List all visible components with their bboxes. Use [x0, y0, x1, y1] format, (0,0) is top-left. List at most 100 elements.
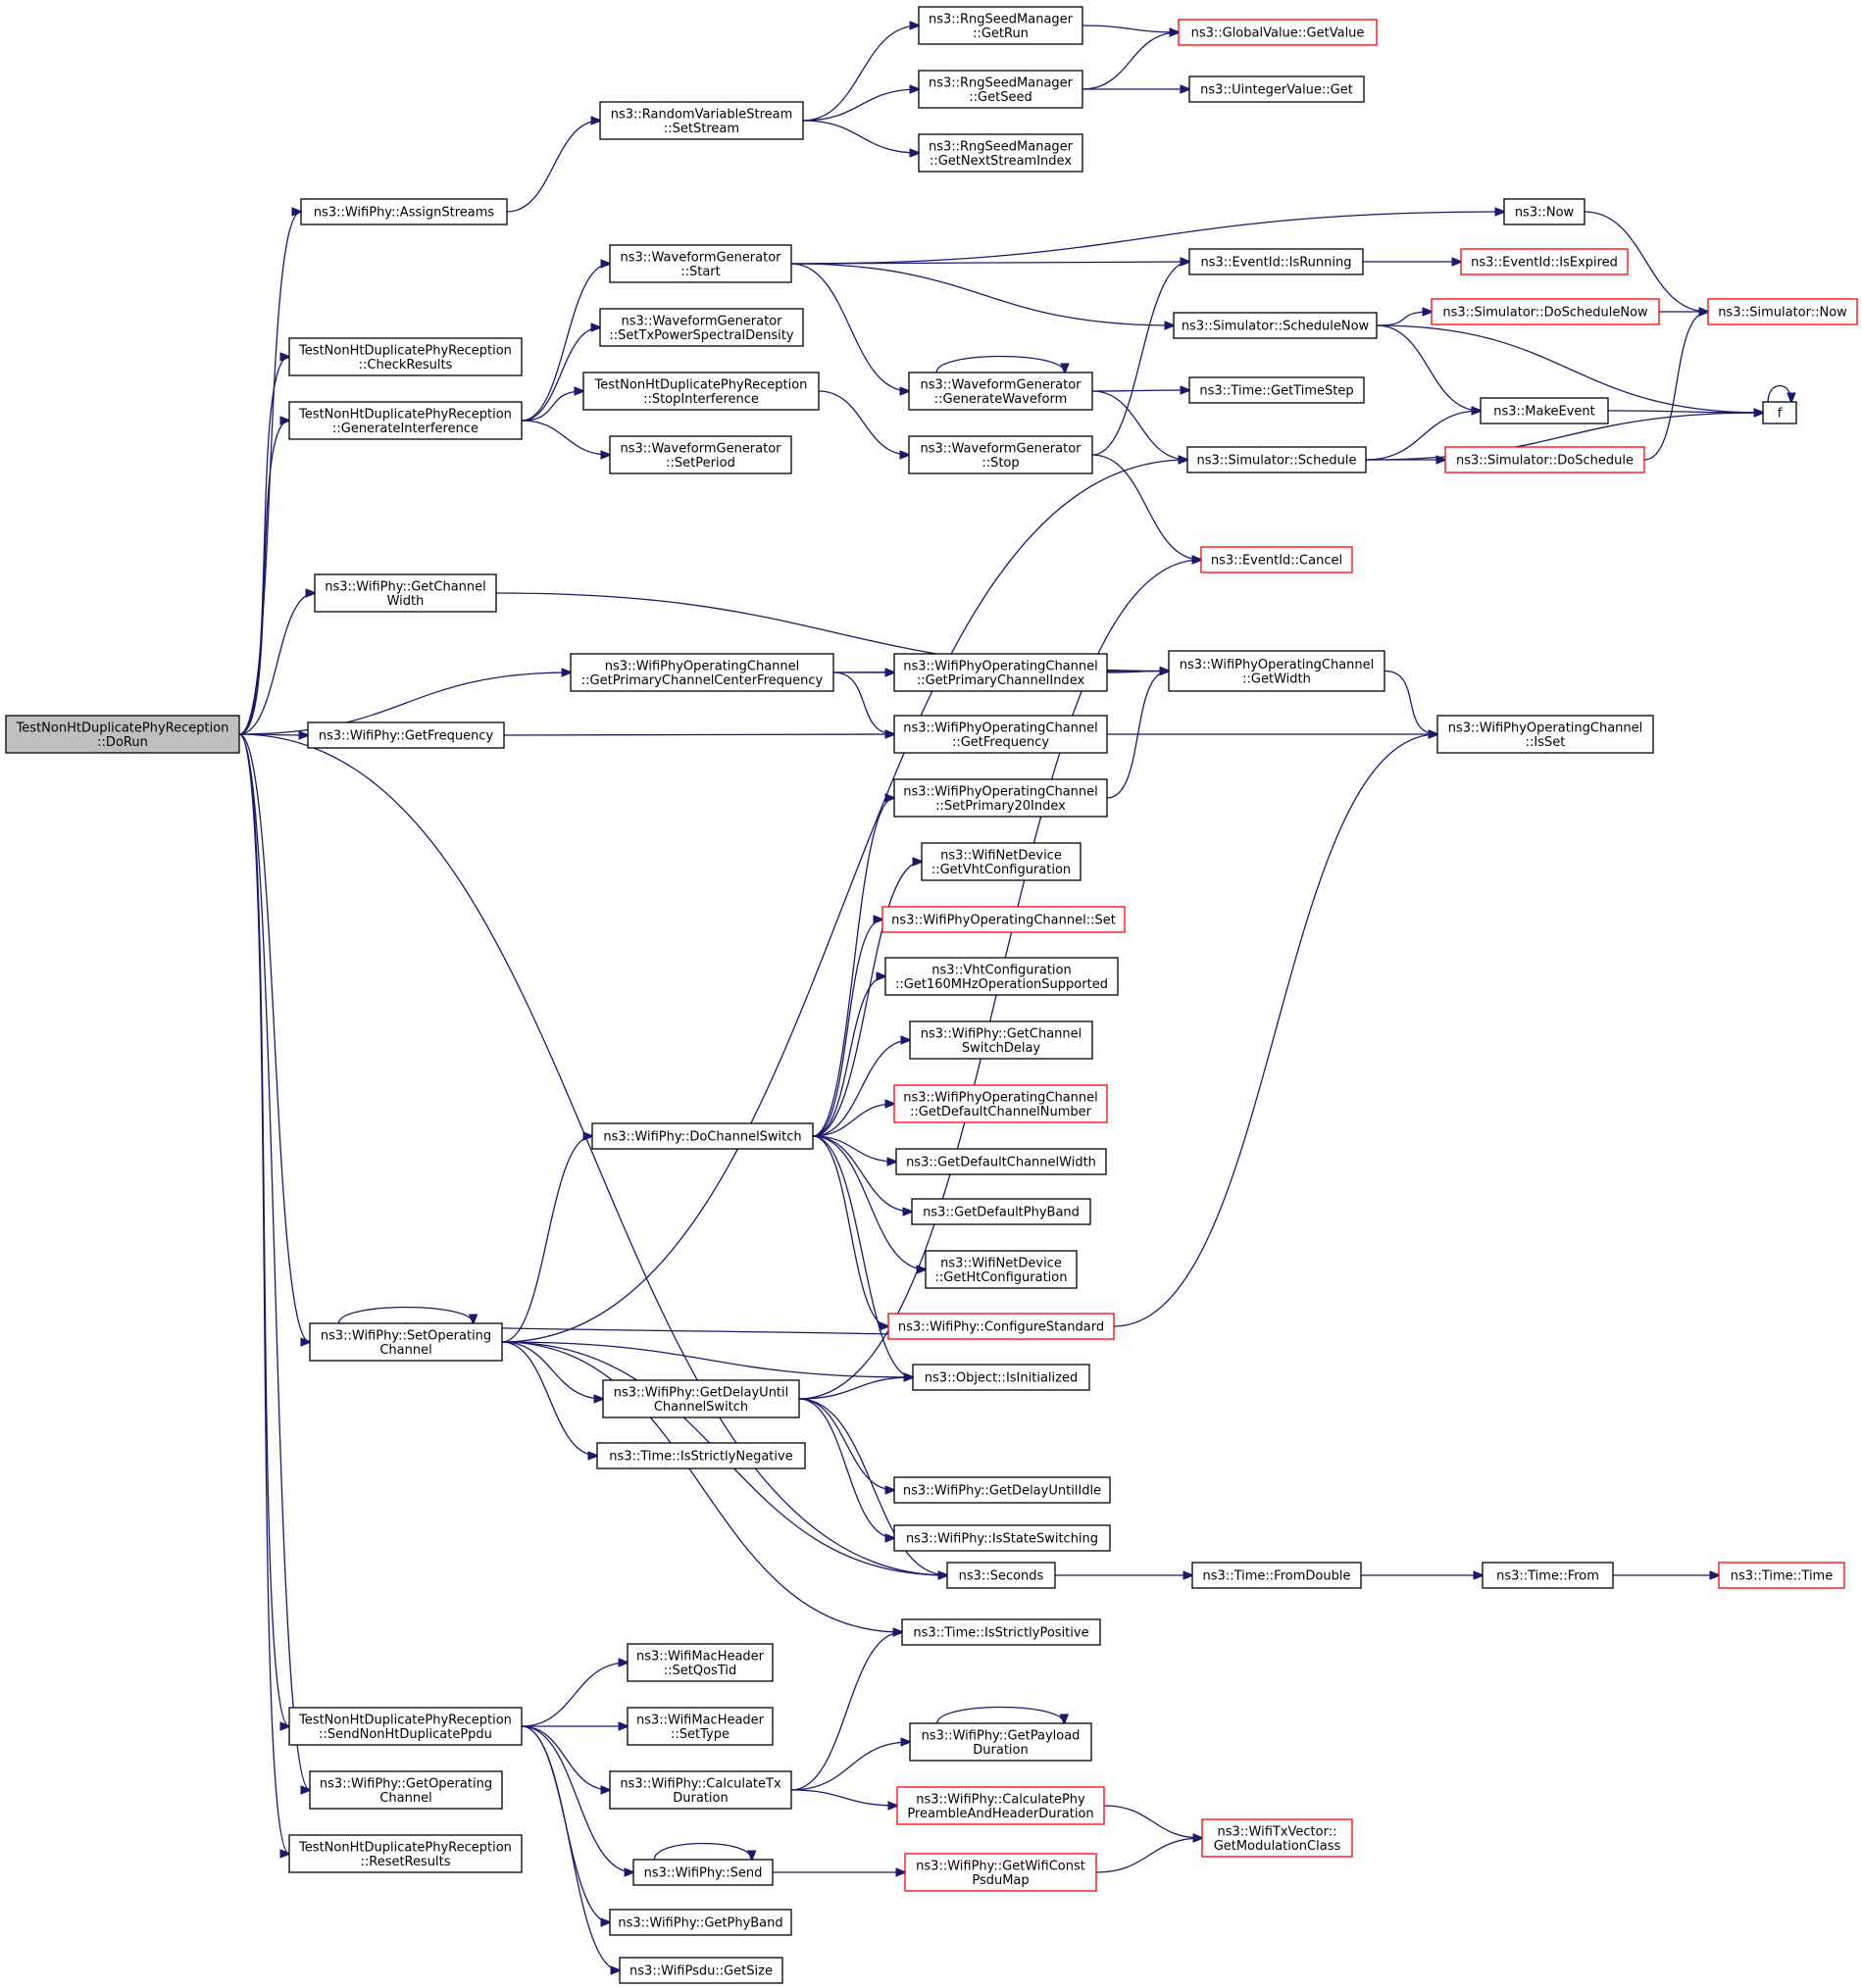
node-label: ns3::WifiPhy::Send — [644, 1866, 763, 1881]
node-sendppdu[interactable]: TestNonHtDuplicatePhyReception::SendNonH… — [288, 1707, 523, 1746]
node-defband[interactable]: ns3::GetDefaultPhyBand — [911, 1198, 1091, 1225]
node-getsize[interactable]: ns3::WifiPsdu::GetSize — [619, 1957, 783, 1984]
node-opdefch[interactable]: ns3::WifiPhyOperatingChannel::GetDefault… — [893, 1084, 1108, 1123]
node-now[interactable]: ns3::Now — [1503, 198, 1585, 225]
node-label: ns3::VhtConfiguration — [931, 963, 1071, 977]
node-modclass[interactable]: ns3::WifiTxVector::GetModulationClass — [1201, 1818, 1353, 1858]
edge-sched-to-makeevent — [1365, 411, 1481, 461]
node-box — [596, 1442, 806, 1469]
node-getht[interactable]: ns3::WifiNetDevice::GetHtConfiguration — [925, 1250, 1078, 1289]
node-defchw[interactable]: ns3::GetDefaultChannelWidth — [895, 1148, 1107, 1175]
node-seconds[interactable]: ns3::Seconds — [946, 1562, 1056, 1589]
node-opprimcf[interactable]: ns3::WifiPhyOperatingChannel::GetPrimary… — [570, 653, 834, 692]
node-evexpired[interactable]: ns3::EventId::IsExpired — [1460, 248, 1629, 275]
node-makeevent[interactable]: ns3::MakeEvent — [1480, 397, 1609, 424]
node-label: ns3::EventId::Cancel — [1211, 554, 1342, 569]
node-uintget[interactable]: ns3::UintegerValue::Get — [1188, 75, 1365, 103]
node-getfreq[interactable]: ns3::WifiPhy::GetFrequency — [307, 721, 505, 749]
node-preamble[interactable]: ns3::WifiPhy::CalculatePhyPreambleAndHea… — [896, 1786, 1105, 1825]
node-cfgstd[interactable]: ns3::WifiPhy::ConfigureStandard — [887, 1313, 1115, 1340]
node-simnow[interactable]: ns3::Simulator::Now — [1707, 298, 1858, 325]
node-isinit[interactable]: ns3::Object::IsInitialized — [912, 1364, 1090, 1391]
node-fromdouble[interactable]: ns3::Time::FromDouble — [1191, 1562, 1362, 1589]
node-strictpos[interactable]: ns3::Time::IsStrictlyPositive — [901, 1618, 1101, 1646]
edge-genint-to-stopint — [521, 391, 583, 422]
edge-now-to-simnow — [1584, 211, 1708, 312]
node-doschednow[interactable]: ns3::Simulator::DoScheduleNow — [1431, 298, 1660, 325]
node-settype[interactable]: ns3::WifiMacHeader::SetType — [627, 1707, 774, 1746]
edge-dochsw-to-isinit — [812, 1135, 913, 1377]
node-label: ns3::Time::IsStrictlyPositive — [913, 1626, 1088, 1641]
node-strictneg[interactable]: ns3::Time::IsStrictlyNegative — [596, 1442, 806, 1469]
node-f[interactable]: f — [1762, 401, 1797, 424]
node-timestep[interactable]: ns3::Time::GetTimeStep — [1188, 376, 1365, 404]
node-delayidle[interactable]: ns3::WifiPhy::GetDelayUntilIdle — [893, 1476, 1111, 1504]
node-dochsw[interactable]: ns3::WifiPhy::DoChannelSwitch — [591, 1122, 814, 1150]
node-getvht[interactable]: ns3::WifiNetDevice::GetVhtConfiguration — [921, 842, 1082, 881]
node-assign[interactable]: ns3::WifiPhy::AssignStreams — [300, 198, 508, 225]
node-label: ns3::WifiPsdu::GetSize — [629, 1964, 773, 1979]
node-rvs[interactable]: ns3::RandomVariableStream::SetStream — [599, 101, 804, 140]
edge-rngrun-to-gvget — [1082, 25, 1179, 32]
node-dosched[interactable]: ns3::Simulator::DoSchedule — [1444, 446, 1645, 473]
node-box — [1503, 198, 1585, 225]
node-layer: TestNonHtDuplicatePhyReception::DoRunns3… — [5, 6, 1858, 1984]
node-send[interactable]: ns3::WifiPhy::Send — [632, 1859, 774, 1886]
node-gvget[interactable]: ns3::GlobalValue::GetValue — [1178, 19, 1378, 46]
node-box — [895, 1148, 1107, 1175]
node-root[interactable]: TestNonHtDuplicatePhyReception::DoRun — [5, 715, 240, 754]
node-box — [1460, 248, 1629, 275]
node-opwidth[interactable]: ns3::WifiPhyOperatingChannel::GetWidth — [1168, 650, 1385, 692]
node-opfreq[interactable]: ns3::WifiPhyOperatingChannel::GetFrequen… — [893, 715, 1108, 754]
node-wgsetperiod[interactable]: ns3::WaveformGenerator::SetPeriod — [609, 435, 792, 474]
node-timefrom[interactable]: ns3::Time::From — [1482, 1562, 1614, 1589]
node-checkres[interactable]: TestNonHtDuplicatePhyReception::CheckRes… — [288, 337, 523, 376]
node-vht160[interactable]: ns3::VhtConfiguration::Get160MHzOperatio… — [884, 957, 1119, 996]
edge-opprimidx-to-opwidth — [1106, 671, 1169, 673]
node-label: ns3::WifiTxVector:: — [1217, 1824, 1336, 1839]
node-wgstart[interactable]: ns3::WaveformGenerator::Start — [609, 244, 792, 283]
node-label: GetModulationClass — [1214, 1839, 1341, 1854]
node-setqos[interactable]: ns3::WifiMacHeader::SetQosTid — [627, 1643, 774, 1682]
node-box — [627, 1707, 774, 1746]
node-label: ns3::WifiPhy::GetPhyBand — [618, 1916, 782, 1931]
node-opisset[interactable]: ns3::WifiPhyOperatingChannel::IsSet — [1436, 715, 1654, 754]
node-genint[interactable]: TestNonHtDuplicatePhyReception::Generate… — [288, 401, 523, 440]
node-sched[interactable]: ns3::Simulator::Schedule — [1186, 446, 1367, 473]
node-rngseed[interactable]: ns3::RngSeedManager::GetSeed — [918, 70, 1083, 109]
node-label: ns3::Seconds — [959, 1569, 1044, 1584]
node-wgstop[interactable]: ns3::WaveformGenerator::Stop — [908, 435, 1093, 474]
node-rngrun[interactable]: ns3::RngSeedManager::GetRun — [918, 6, 1083, 45]
node-wggen[interactable]: ns3::WaveformGenerator::GenerateWaveform — [908, 372, 1093, 411]
edge-wggen-to-timestep — [1091, 390, 1189, 391]
node-stopint[interactable]: TestNonHtDuplicatePhyReception::StopInte… — [582, 372, 820, 411]
node-opsetp20[interactable]: ns3::WifiPhyOperatingChannel::SetPrimary… — [893, 778, 1108, 818]
node-box — [908, 435, 1093, 474]
node-wgsettx[interactable]: ns3::WaveformGenerator::SetTxPowerSpectr… — [599, 308, 804, 347]
node-getband[interactable]: ns3::WifiPhy::GetPhyBand — [609, 1909, 792, 1936]
node-stateswitch[interactable]: ns3::WifiPhy::IsStateSwitching — [893, 1524, 1111, 1552]
node-resetres[interactable]: TestNonHtDuplicatePhyReception::ResetRes… — [288, 1834, 523, 1873]
node-opset[interactable]: ns3::WifiPhyOperatingChannel::Set — [881, 906, 1126, 933]
edge-calctx-to-preamble — [790, 1789, 897, 1806]
node-timetime[interactable]: ns3::Time::Time — [1718, 1562, 1845, 1589]
node-box — [893, 1524, 1111, 1552]
node-label: ns3::WifiPhy::GetChannel — [325, 579, 486, 594]
node-evcancel[interactable]: ns3::EventId::Cancel — [1200, 546, 1353, 573]
node-opprimidx[interactable]: ns3::WifiPhyOperatingChannel::GetPrimary… — [893, 653, 1108, 692]
node-schednow[interactable]: ns3::Simulator::ScheduleNow — [1173, 312, 1378, 339]
node-rngnext[interactable]: ns3::RngSeedManager::GetNextStreamIndex — [918, 133, 1083, 173]
node-label: TestNonHtDuplicatePhyReception — [298, 407, 512, 422]
edge-root-to-resetres — [238, 733, 289, 1854]
node-label: ns3::WifiNetDevice — [940, 1256, 1062, 1270]
node-evrunning[interactable]: ns3::EventId::IsRunning — [1188, 248, 1364, 275]
node-box — [309, 1770, 503, 1810]
